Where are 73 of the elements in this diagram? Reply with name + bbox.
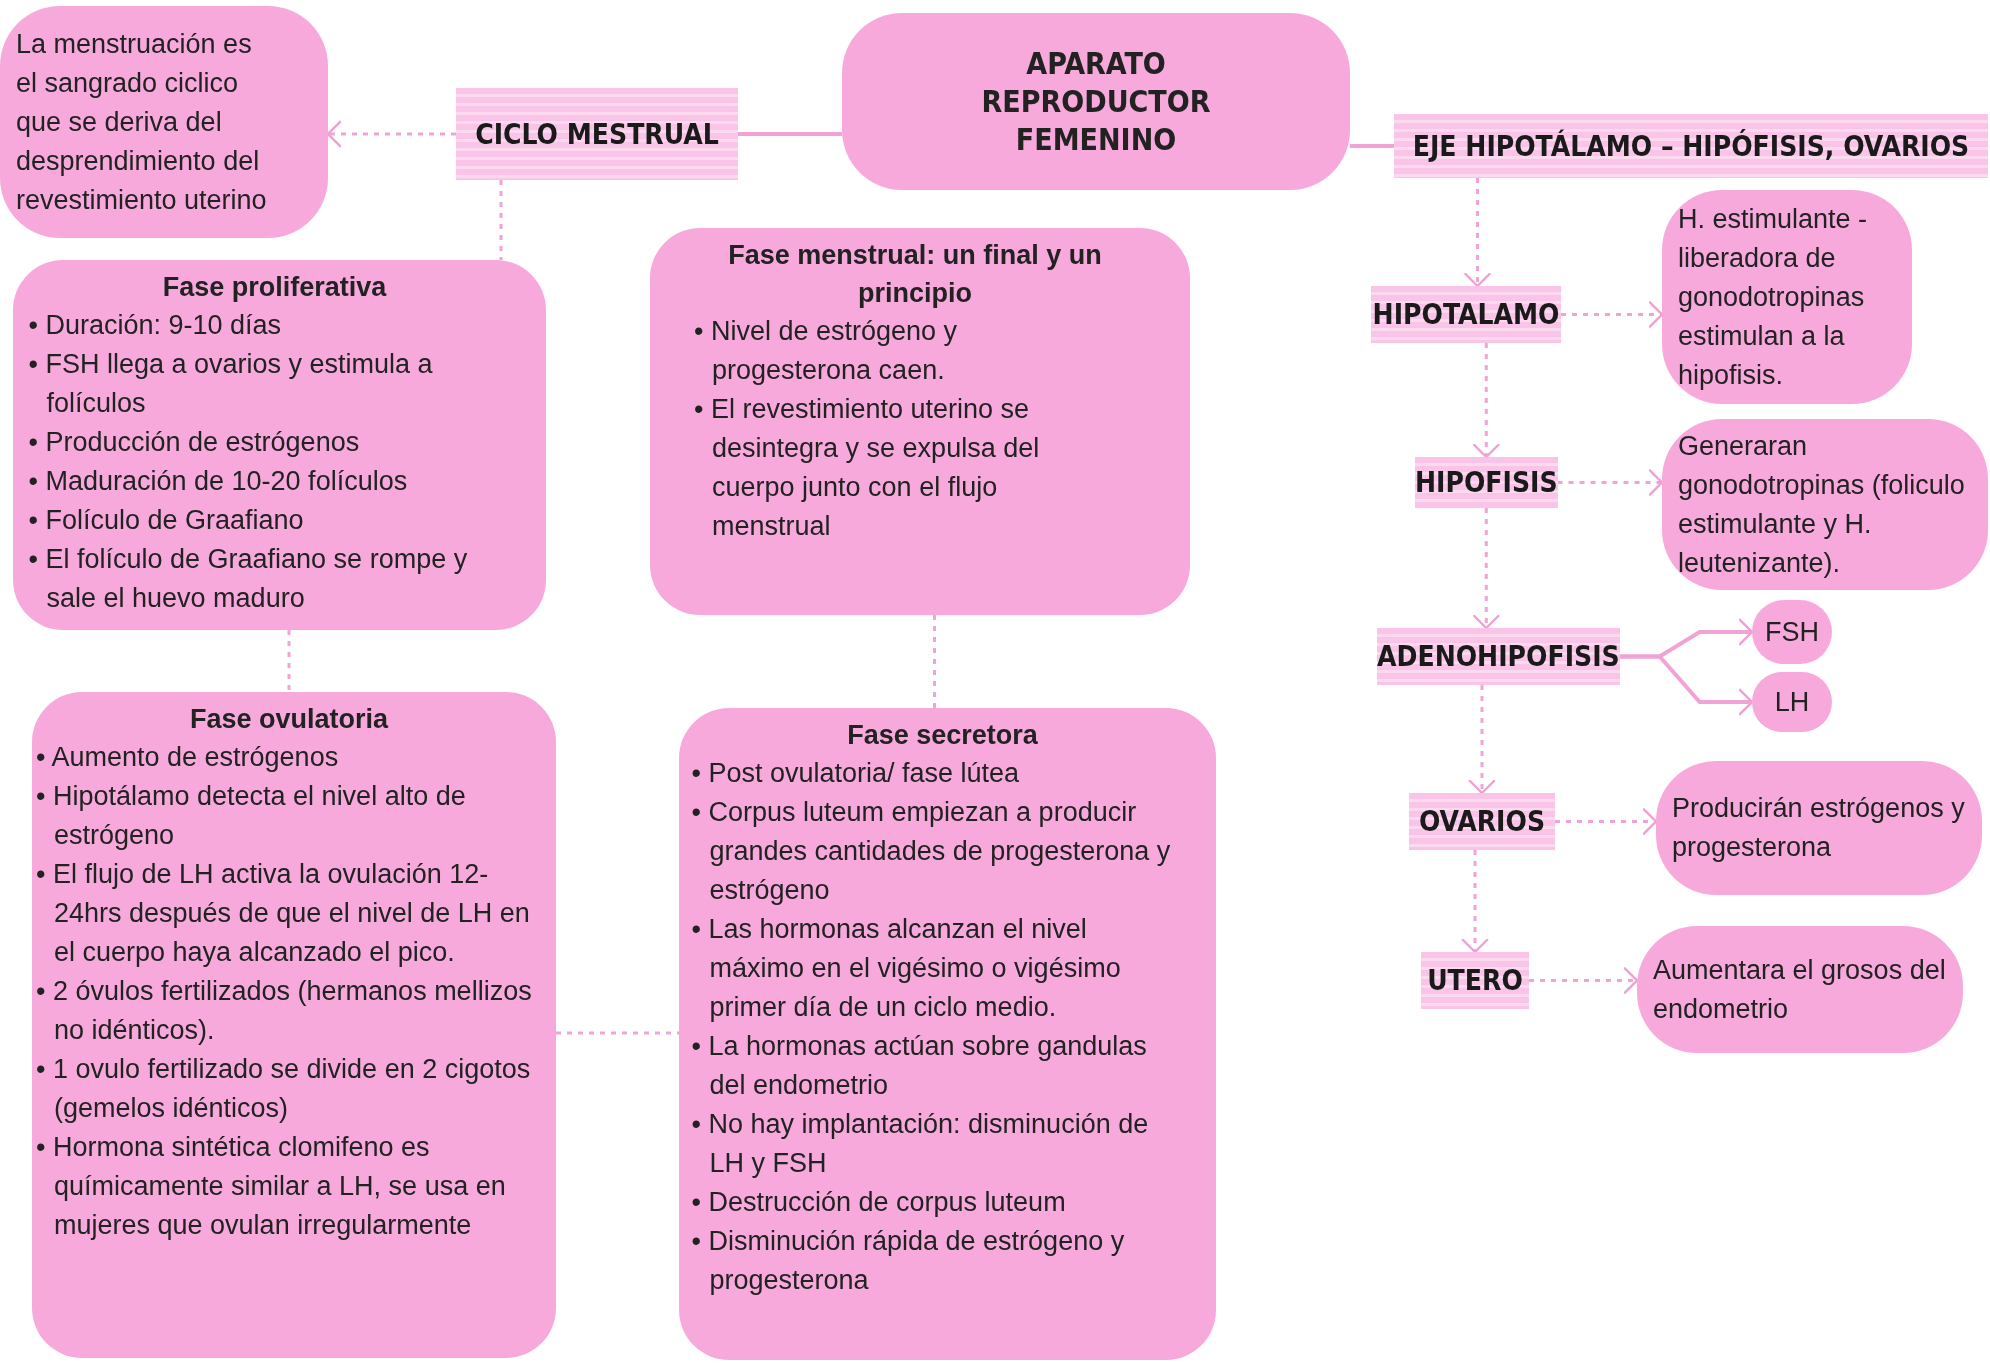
bullet-item: • La hormonas actúan sobre gandulas del endometrio — [691, 1030, 1148, 1102]
node-text: Producirán estrógenos y progesterona — [1672, 792, 1966, 864]
highlight-banner — [1421, 952, 1529, 1009]
highlight-banner — [1415, 457, 1558, 508]
bullet-item: • Nivel de estrógeno y progesterona caen. — [694, 315, 959, 387]
section-label: EJE HIPOTÁLAMO – HIPÓFISIS, OVARIOS — [1412, 129, 1970, 163]
phase-box — [650, 228, 1190, 615]
node-text: FSH — [1765, 615, 1819, 649]
pill-box — [1752, 672, 1832, 732]
section-label: OVARIOS — [1418, 805, 1546, 838]
arrow — [1463, 178, 1492, 288]
bullet-item: • Producción de estrógenos — [28, 426, 361, 459]
section-label: CICLO MESTRUAL — [475, 117, 719, 151]
bullet-item: • Las hormonas alcanzan el nivel máximo en el vigésimo o vigésimo primer día de un ciclo medio. — [691, 913, 1122, 1024]
node-text: LH — [1774, 685, 1810, 719]
section-label: HIPOTALAMO — [1372, 298, 1560, 331]
bullet-item: • Destrucción de corpus luteum — [691, 1186, 1067, 1219]
phase-heading: Fase ovulatoria — [188, 703, 390, 736]
highlight-banner — [1371, 286, 1561, 343]
phase-heading: Fase menstrual: un final y un principio — [727, 239, 1103, 310]
rounded-box — [0, 6, 328, 238]
phase-box — [13, 260, 546, 630]
bullet-item: • El flujo de LH activa la ovulación 12- 24hrs después de que el nivel de LH en el cuerpo haya alcanzado el pico. — [36, 858, 531, 969]
bullet-item: • Duración: 9-10 días — [28, 309, 283, 342]
bullet-item: • No hay implantación: disminución de LH y FSH — [691, 1108, 1150, 1180]
connector-line — [556, 1031, 679, 1035]
connector-line — [933, 615, 936, 708]
bullet-item: • Folículo de Graafiano — [28, 504, 305, 537]
section-label: UTERO — [1427, 964, 1523, 997]
connector-line — [1350, 144, 1394, 148]
connector-line — [499, 180, 503, 260]
bullet-item: • Hormona sintética clomifeno es químicamente similar a LH, se usa en mujeres que ovulan irregularmente — [36, 1131, 507, 1242]
bullet-item: • Corpus luteum empiezan a producir grandes cantidades de progesterona y estrógeno — [691, 796, 1172, 907]
arrow — [1619, 654, 1754, 716]
bullet-item: • Aumento de estrógenos — [36, 741, 340, 774]
arrow — [1529, 966, 1639, 995]
phase-heading: Fase proliferativa — [161, 271, 388, 304]
arrow — [1468, 685, 1496, 795]
arrow — [1561, 300, 1664, 329]
section-label: HIPOFISIS — [1415, 466, 1558, 499]
arrow — [1555, 807, 1658, 836]
node-text: La menstruación es el sangrado ciclico que se deriva del desprendimiento del revestimiento uterino — [16, 27, 268, 217]
node-text: Generaran gonodotropinas (foliculo estimulante y H. leutenizante). — [1678, 429, 1966, 580]
bullet-item: • Post ovulatoria/ fase lútea — [691, 757, 1021, 790]
bullet-item: • Maduración de 10-20 folículos — [28, 465, 409, 498]
phase-box — [32, 692, 556, 1358]
bullet-item: • FSH llega a ovarios y estimula a folículos — [28, 348, 434, 420]
highlight-banner — [1409, 793, 1555, 850]
arrow — [1472, 343, 1501, 459]
connector-line — [287, 630, 291, 692]
highlight-banner — [456, 88, 738, 180]
rounded-box — [1662, 419, 1988, 590]
bullet-item: • 1 ovulo fertilizado se divide en 2 cigotos (gemelos idénticos) — [36, 1053, 532, 1125]
bullet-item: • Hipotálamo detecta el nivel alto de estrógeno — [36, 780, 467, 852]
title-text: APARATO REPRODUCTOR FEMENINO — [980, 44, 1212, 159]
highlight-banner — [1394, 114, 1988, 178]
bullet-item: • El revestimiento uterino se desintegra y se expulsa del cuerpo junto con el flujo menstrual — [694, 393, 1041, 543]
connector-line — [738, 132, 842, 136]
arrow — [326, 120, 456, 148]
bullet-item: • El folículo de Graafiano se rompe y sale el huevo maduro — [28, 543, 469, 615]
rounded-box — [1662, 190, 1912, 404]
section-label: ADENOHIPOFISIS — [1377, 640, 1620, 673]
bullet-item: • Disminución rápida de estrógeno y progesterona — [691, 1225, 1126, 1297]
arrow — [1557, 468, 1664, 497]
root-box — [842, 13, 1350, 190]
phase-heading: Fase secretora — [846, 719, 1039, 752]
arrow — [1461, 850, 1489, 954]
phase-box — [679, 708, 1216, 1360]
arrow — [1472, 508, 1501, 630]
bullet-item: • 2 óvulos fertilizados (hermanos mellizos no idénticos). — [36, 975, 533, 1047]
node-text: H. estimulante - liberadora de gonodotropinas estimulan a la hipofisis. — [1678, 202, 1869, 392]
highlight-banner — [1377, 628, 1620, 685]
node-text: Aumentara el grosos del endometrio — [1653, 953, 1947, 1026]
